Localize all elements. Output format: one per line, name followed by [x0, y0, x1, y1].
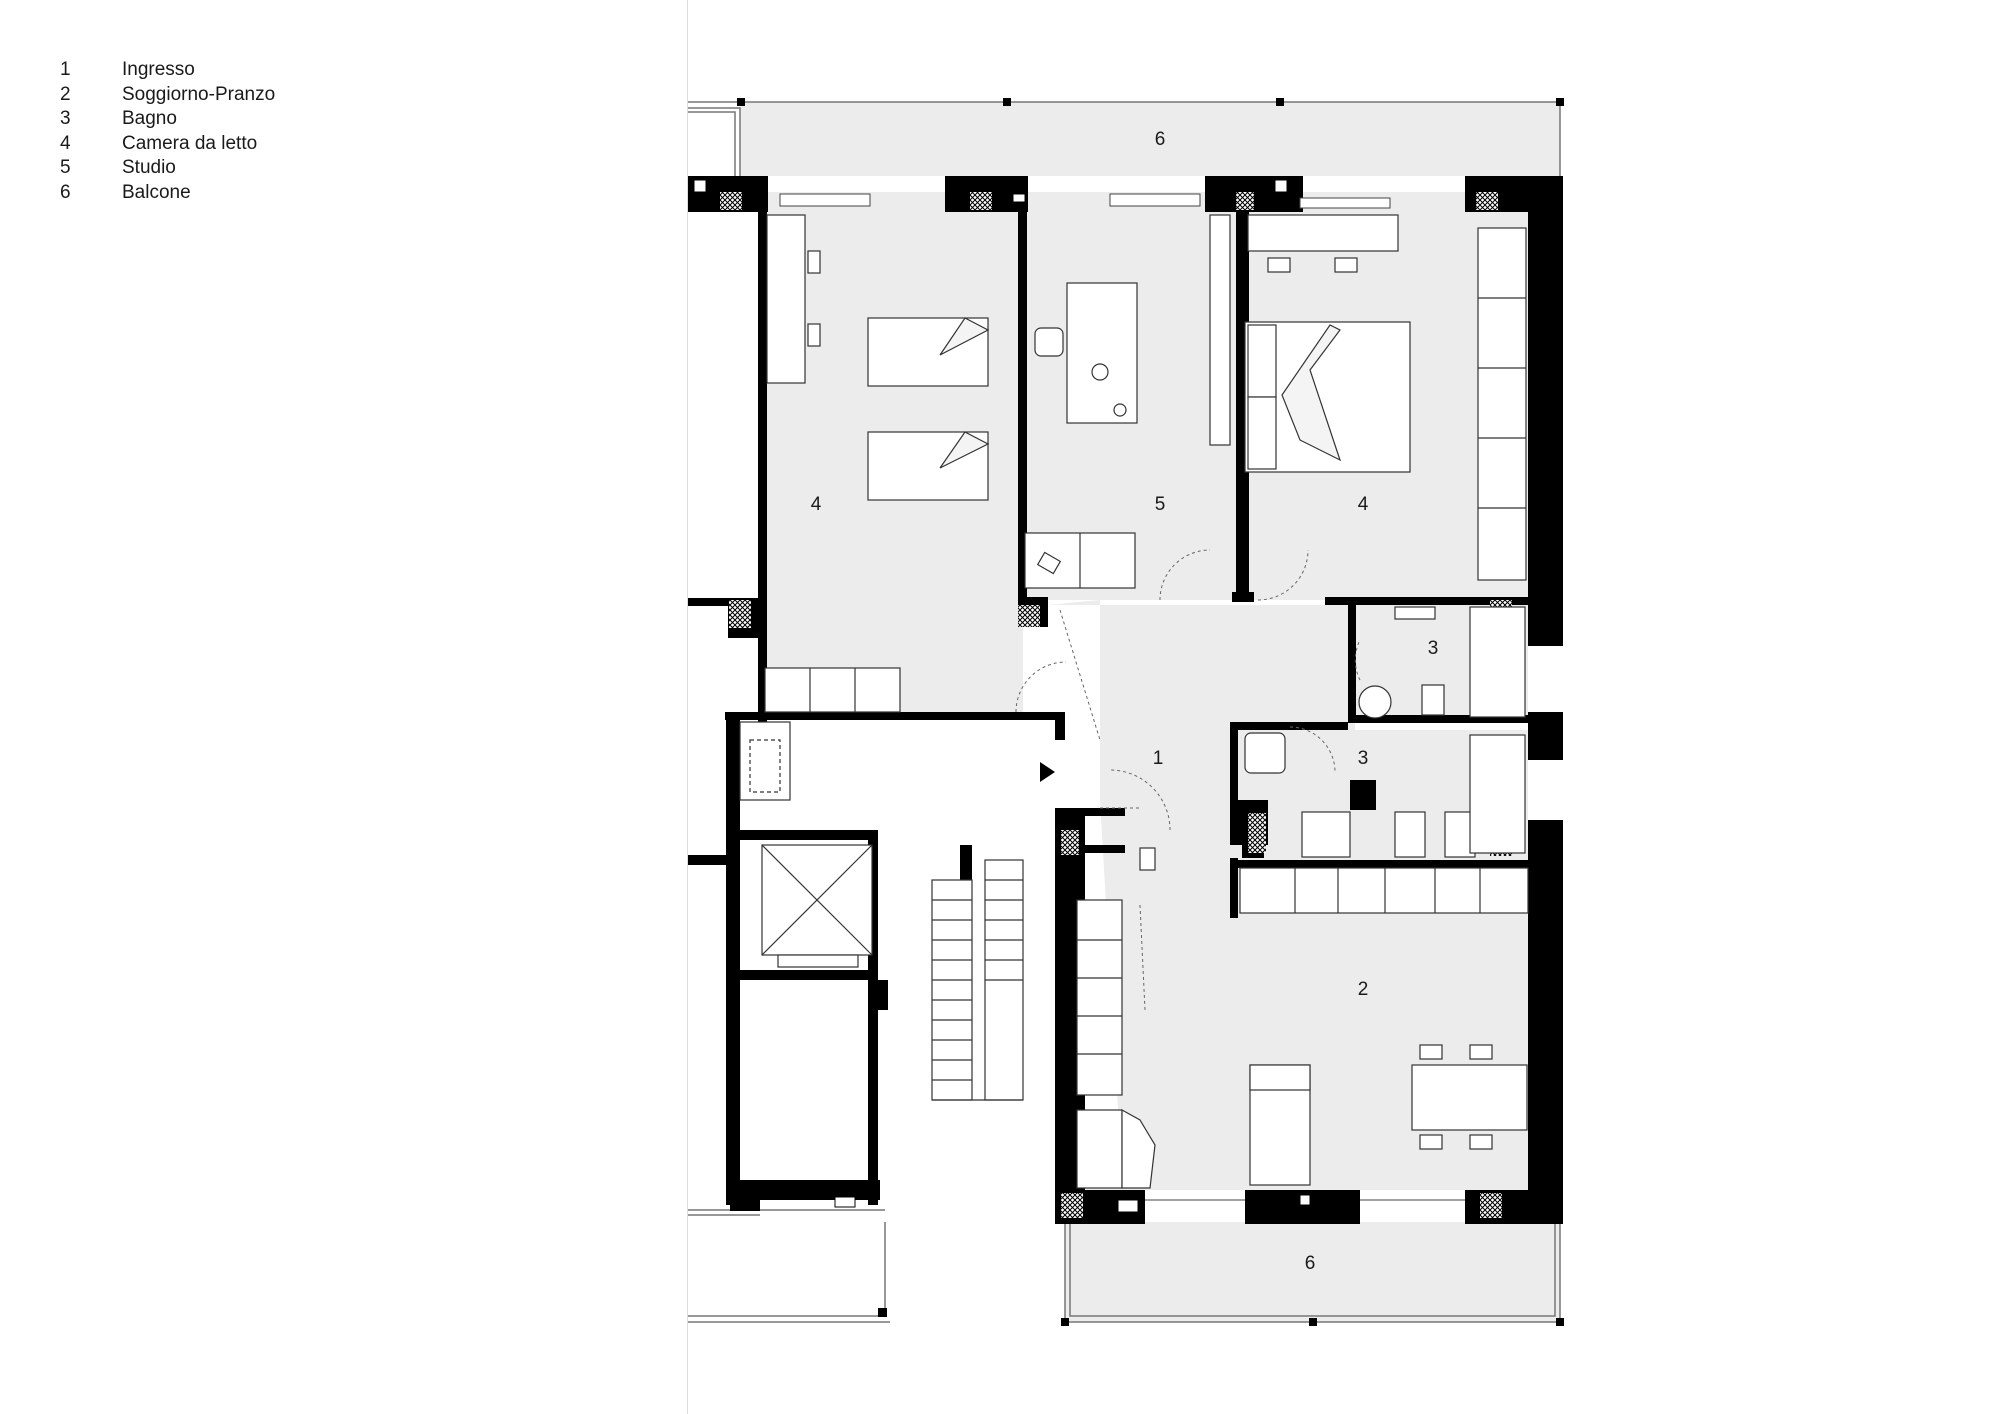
legend-row: 1 Ingresso	[60, 58, 275, 83]
legend-label: Ingresso	[122, 59, 195, 81]
room-legend: 1 Ingresso 2 Soggiorno-Pranzo 3 Bagno 4 …	[60, 58, 275, 205]
room-label-bath-upper: 3	[1428, 638, 1439, 659]
room-label-entrance: 1	[1153, 748, 1164, 769]
legend-number: 1	[60, 59, 71, 81]
room-label-study: 5	[1155, 494, 1166, 515]
railing-posts	[737, 98, 1564, 1326]
legend-label: Camera da letto	[122, 132, 258, 154]
legend-row: 4 Camera da letto	[60, 132, 275, 157]
legend-number: 4	[60, 132, 71, 154]
column-details	[693, 179, 1311, 1213]
staircase	[931, 859, 1024, 1101]
legend-number: 2	[60, 83, 71, 105]
balcony-south-floor	[1065, 1222, 1560, 1322]
windows	[779, 193, 1465, 1201]
legend-label: Balcone	[122, 181, 191, 203]
door-swings	[1015, 549, 1361, 1011]
room-label-bedroom-east: 4	[1358, 494, 1369, 515]
legend-label: Soggiorno-Pranzo	[122, 83, 276, 105]
entrance-arrow	[1040, 762, 1055, 782]
legend-row: 3 Bagno	[60, 107, 275, 132]
balcony-north-floor	[740, 102, 1560, 176]
room-label-bath-lower: 3	[1358, 748, 1369, 769]
legend-number: 6	[60, 181, 71, 203]
legend-row: 2 Soggiorno-Pranzo	[60, 83, 275, 108]
room-label-living-dining: 2	[1358, 979, 1369, 1000]
furniture	[739, 214, 1529, 1189]
legend-row: 5 Studio	[60, 156, 275, 181]
legend-row: 6 Balcone	[60, 181, 275, 206]
room-label-balcony-north: 6	[1155, 129, 1166, 150]
room-label-balcony-south: 6	[1305, 1253, 1316, 1274]
legend-number: 3	[60, 108, 71, 130]
room-labels: 6 4 5 4 3 3 1 2 6	[811, 129, 1439, 1274]
sheet-divider	[687, 0, 688, 1414]
legend-number: 5	[60, 157, 71, 179]
room-label-bedroom-west: 4	[811, 494, 822, 515]
legend-label: Bagno	[122, 108, 177, 130]
legend-label: Studio	[122, 157, 176, 179]
